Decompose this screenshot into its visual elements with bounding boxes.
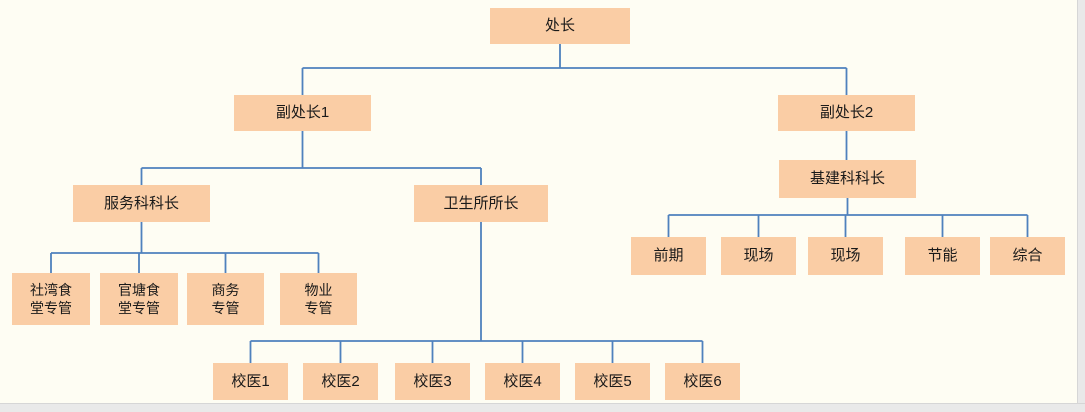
org-node-site1[interactable]: 现场 (721, 237, 796, 275)
page-margin-bottom (0, 403, 1085, 412)
org-node-clinic-director[interactable]: 卫生所所长 (414, 185, 548, 222)
org-node-energy-saving[interactable]: 节能 (905, 237, 980, 275)
org-node-doctor5[interactable]: 校医5 (575, 363, 650, 400)
org-node-site2[interactable]: 现场 (808, 237, 883, 275)
org-node-deputy2[interactable]: 副处长2 (778, 95, 915, 131)
org-node-guantang-canteen-manager[interactable]: 官塘食 堂专管 (100, 273, 178, 325)
org-node-general-affairs[interactable]: 综合 (990, 237, 1065, 275)
page-margin-right (1077, 0, 1085, 412)
org-node-doctor4[interactable]: 校医4 (485, 363, 560, 400)
org-node-property-manager[interactable]: 物业 专管 (280, 273, 357, 325)
org-node-doctor6[interactable]: 校医6 (665, 363, 740, 400)
org-node-doctor2[interactable]: 校医2 (303, 363, 378, 400)
org-node-shewan-canteen-manager[interactable]: 社湾食 堂专管 (12, 273, 90, 325)
org-node-construction-section-chief[interactable]: 基建科科长 (779, 160, 916, 198)
org-node-early-stage[interactable]: 前期 (631, 237, 706, 275)
org-node-deputy1[interactable]: 副处长1 (234, 95, 371, 131)
org-node-doctor3[interactable]: 校医3 (395, 363, 470, 400)
org-node-doctor1[interactable]: 校医1 (213, 363, 288, 400)
org-node-service-section-chief[interactable]: 服务科科长 (73, 185, 210, 222)
org-node-director[interactable]: 处长 (490, 8, 630, 44)
org-node-business-manager[interactable]: 商务 专管 (187, 273, 264, 325)
